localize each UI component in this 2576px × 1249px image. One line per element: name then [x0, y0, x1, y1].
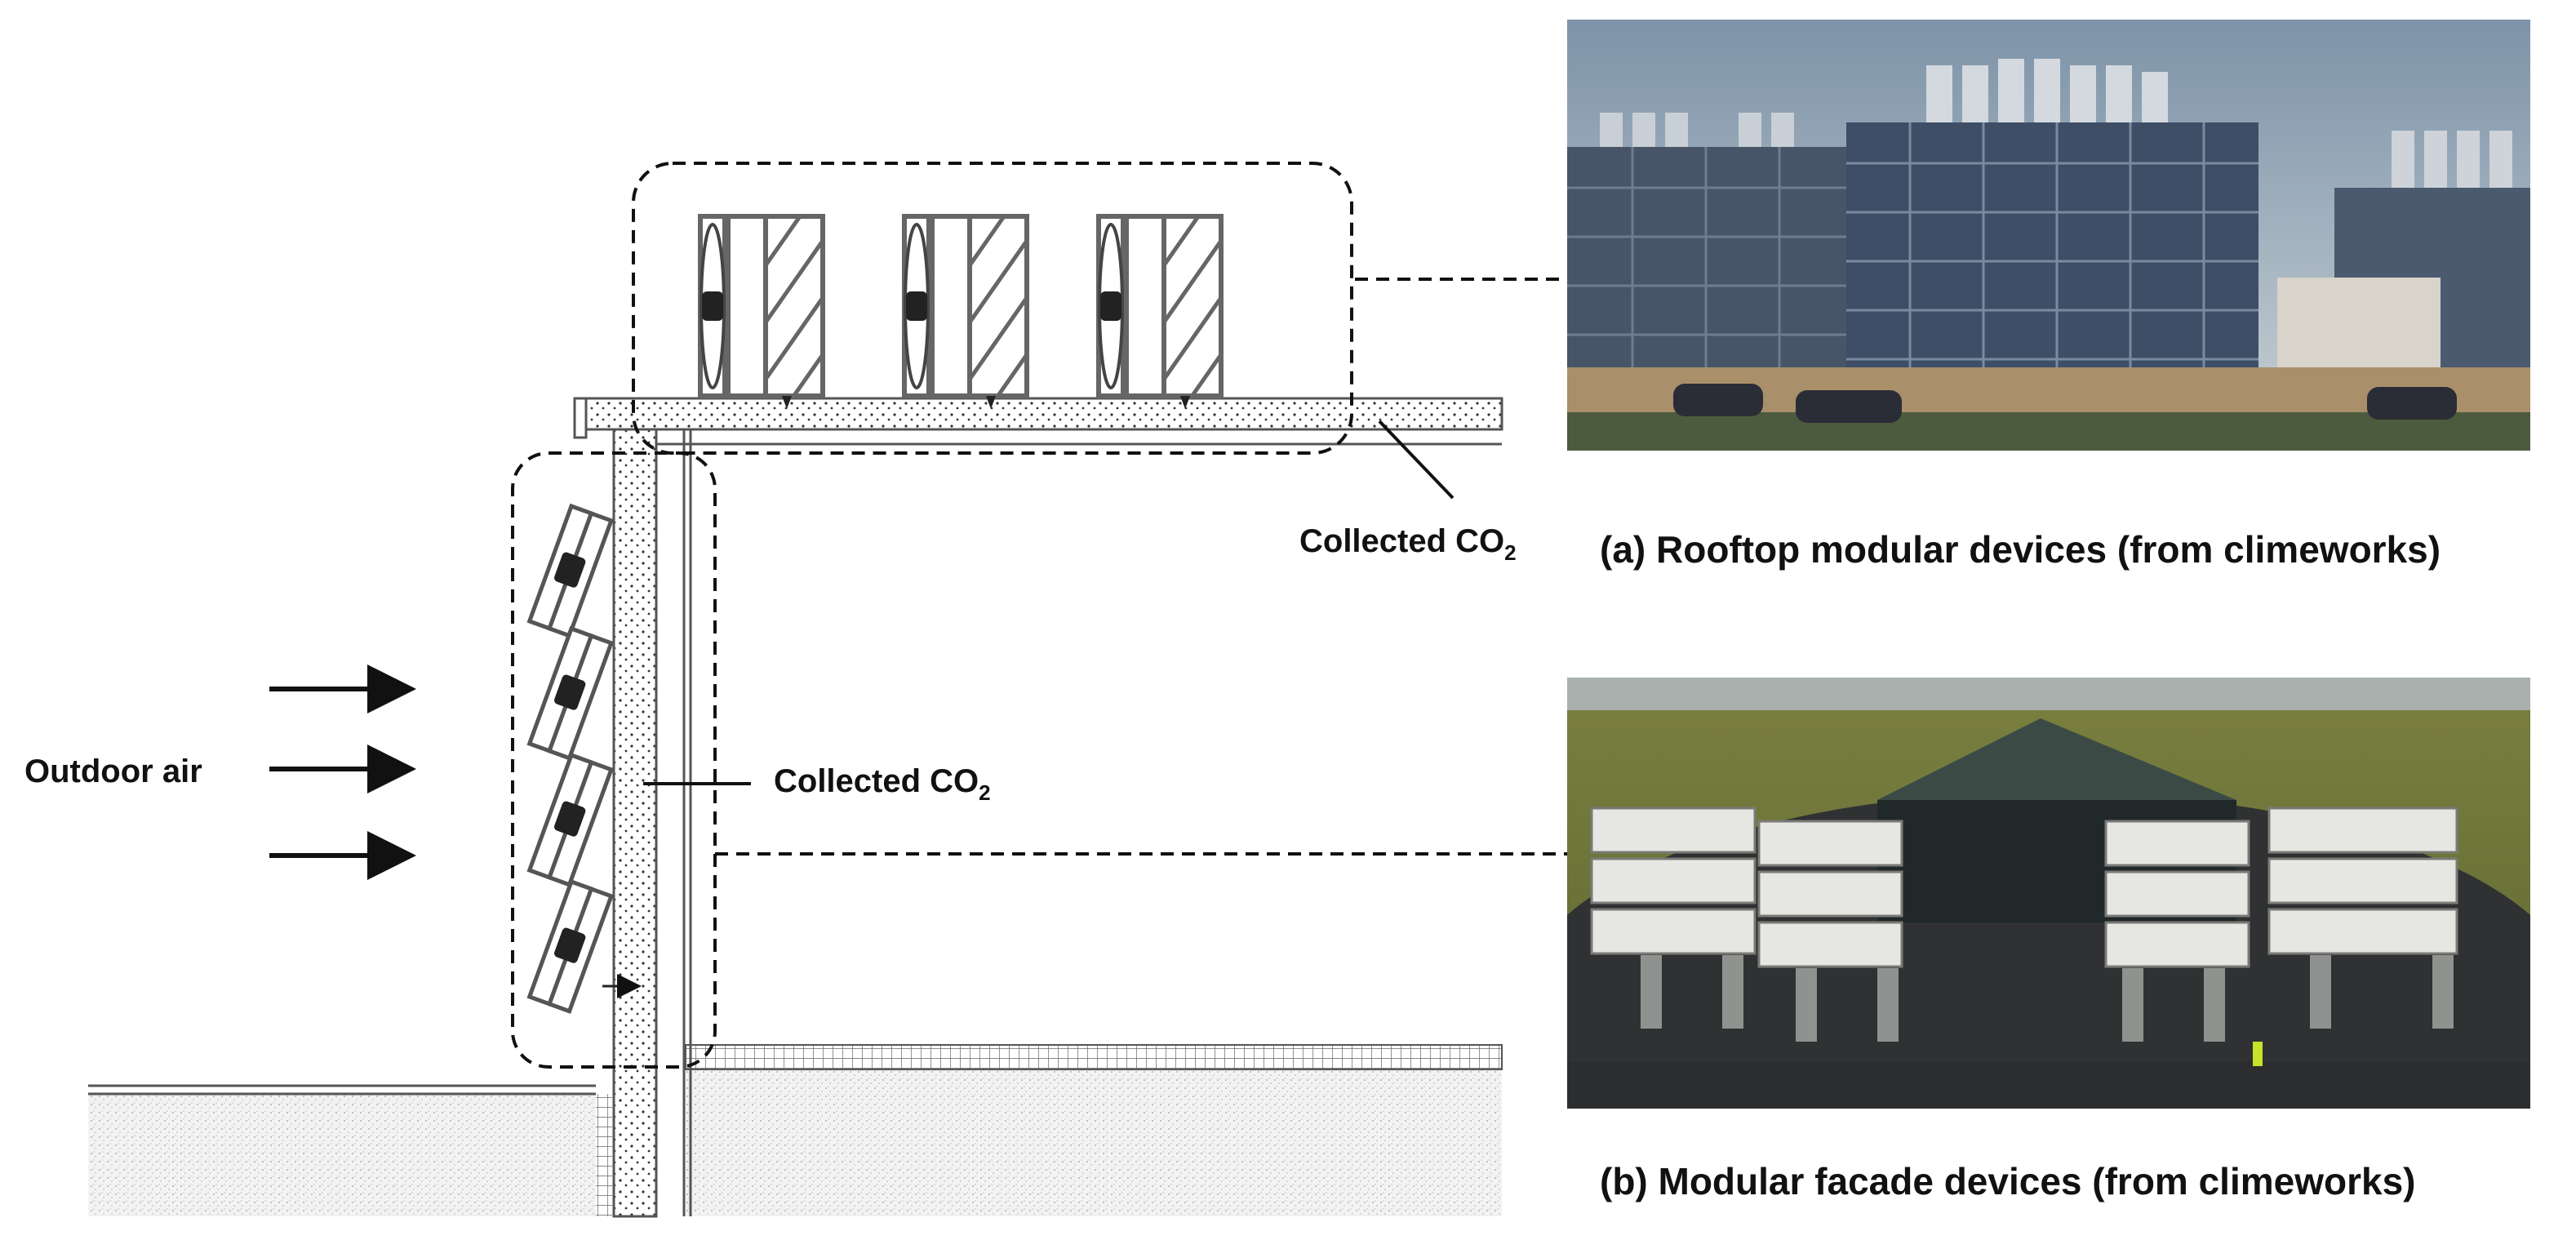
- foundation-hatch: [596, 1094, 612, 1216]
- outdoor-air-label: Outdoor air: [24, 753, 202, 789]
- facade-device-3: [530, 755, 611, 885]
- rooftop-device-1: [700, 216, 823, 409]
- ground-grid-strip: [685, 1044, 1503, 1070]
- facade-collected-co2-label: Collected CO2: [774, 763, 991, 805]
- roof-co2-leader: [1378, 420, 1455, 500]
- rooftop-group-outline: [632, 162, 1353, 455]
- rooftop-device-2: [904, 216, 1027, 409]
- rooftop-photo-caption: (a) Rooftop modular devices (from climew…: [1600, 528, 2441, 571]
- ground-right: [686, 1069, 1502, 1216]
- facade-group-outline: [511, 451, 717, 1069]
- facade-duct: [612, 397, 658, 1218]
- facade-device-4: [530, 882, 611, 1011]
- roof-collected-co2-label: Collected CO2: [1299, 523, 1517, 565]
- roof-duct: [578, 397, 1503, 431]
- collector-stacks: [1590, 807, 2458, 1042]
- facade-photo: [1567, 678, 2530, 1109]
- rooftop-photo: [1567, 20, 2530, 451]
- ground-left: [88, 1092, 596, 1216]
- facade-photo-caption: (b) Modular facade devices (from climewo…: [1600, 1160, 2416, 1202]
- rooftop-device-3: [1099, 216, 1221, 409]
- facade-device-1: [530, 506, 611, 636]
- facade-device-2: [530, 629, 611, 758]
